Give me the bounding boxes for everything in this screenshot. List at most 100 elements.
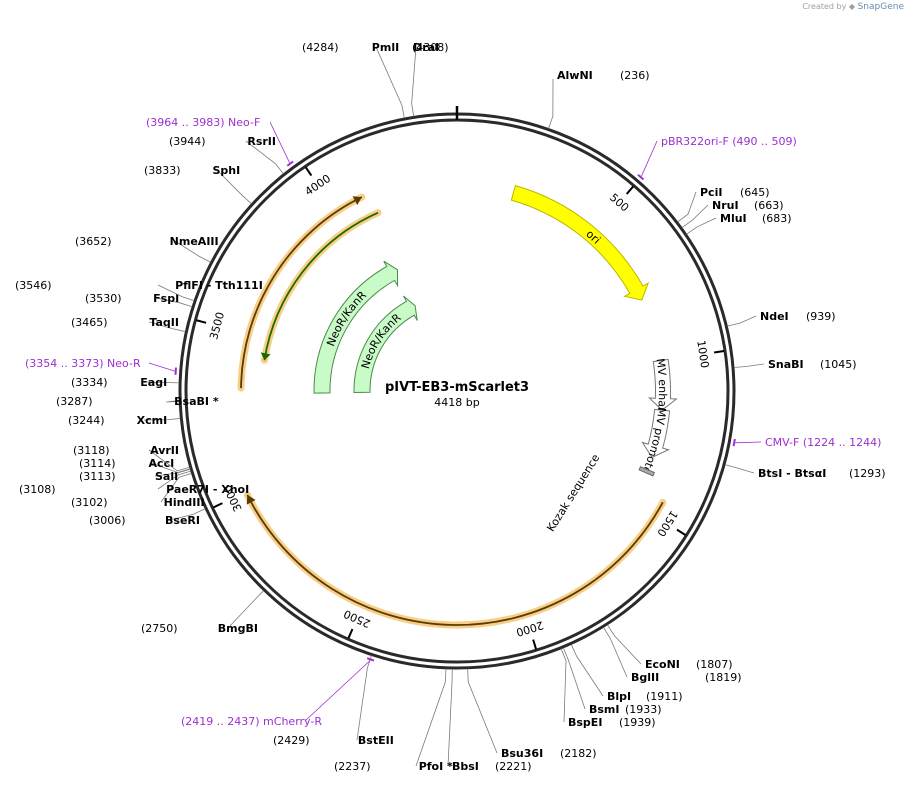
site-leader [216,169,252,205]
site-label: BspEI [568,716,602,729]
feature-kozak-sequence: Kozak sequence [544,452,655,534]
credit-brand: SnapGene [857,2,904,12]
site-position: (3244) [68,414,105,427]
site-leader [562,647,586,710]
orf-arrowhead [352,196,362,206]
feature-label: NeoR/KanR [324,288,369,348]
site-position: (645) [740,186,770,199]
feature-label-text: NeoR/KanR [324,288,369,348]
site-label: PflFI - Tth111I [175,279,263,292]
site-position: (3114) [79,457,116,470]
site-label: BtsI - BtsαI [758,467,826,480]
site-leader [166,400,180,403]
site-bsteii: BstEII(2429) [273,655,394,747]
site-position: (3118) [73,444,110,457]
site-leader [681,204,709,229]
site-position: (1293) [849,467,886,480]
snapgene-logo-icon: ◆ [848,2,856,11]
site-avrii: AvrII(3118) [73,444,190,472]
primer-label: CMV-F (1224 .. 1244) [765,436,881,449]
feature-ori: ori [510,185,650,301]
site-bseri: BseRI(3006) [89,508,206,527]
site-position: (2750) [141,622,178,635]
primer-neo-r: (3354 .. 3373) Neo-R [25,357,177,375]
primer-leader [269,121,290,163]
site-label: MluI [720,212,747,225]
site-position: (4308) [412,41,449,54]
primer-mark [637,173,645,181]
site-label: SnaBI [768,358,804,371]
site-leader [727,315,757,327]
site-leader [245,140,284,175]
site-sali: SalI(3113) [79,468,191,483]
site-eagi: EagI(3334) [71,376,180,389]
site-hindiii: HindIII(3102) [71,472,205,509]
primer-mcherry-r: (2419 .. 2437) mCherry-R [181,657,375,728]
site-leader [157,284,195,302]
site-leader [157,470,191,490]
site-pmli: PmlI (4284) [302,41,405,119]
backbone [178,106,736,670]
site-position: (3108) [19,483,56,496]
orf-line [240,196,363,389]
site-nrui: NruI(663) [681,199,784,229]
site-leader [560,648,567,723]
site-leader [733,363,765,368]
site-position: (939) [806,310,836,323]
primer-mark [174,367,177,375]
feature-shape [510,185,650,301]
site-bsu36i: Bsu36I(2182) [467,668,597,760]
primer-cmv-f: CMV-F (1224 .. 1244) [732,436,881,449]
site-leader [570,644,604,697]
tick-label: 3500 [207,311,227,341]
site-label: SalI [155,470,178,483]
site-label: NruI [712,199,739,212]
site-label: RsrII [247,135,276,148]
site-leader [447,668,453,767]
tick-mark [347,628,354,639]
snapgene-credit: Created by ◆ SnapGene [802,2,904,12]
feature-shape [638,466,655,477]
site-label: SphI [212,164,240,177]
site-position: (3652) [75,235,112,248]
site-pflfi-tth111i: PflFI - Tth111I(3546) [15,279,263,302]
site-pfoi-: PfoI * (2237) [334,668,453,773]
site-ndei: NdeI(939) [727,310,836,327]
tick-mark [625,185,634,195]
primer-label: (2419 .. 2437) mCherry-R [181,715,322,728]
site-leader [415,668,447,767]
feature-label-text: NeoR/KanR [359,311,404,370]
site-label: FspI [153,292,179,305]
site-btsi-bts-i: BtsI - BtsαI (1293) [724,464,886,480]
primer-neo-f: (3964 .. 3983) Neo-F [146,116,294,167]
site-leader [411,46,417,117]
feature-shape [353,295,418,394]
site-label: PmlI [372,41,399,54]
site-leader [356,655,372,741]
primer-label: (3964 .. 3983) Neo-F [146,116,260,129]
site-alwni: AlwNI(236) [548,69,650,129]
site-position: (3006) [89,514,126,527]
site-label: BglII [631,671,659,684]
site-label: AlwNI [557,69,593,82]
site-position: (683) [762,212,792,225]
site-label: AccI [149,457,175,470]
site-bsmi: BsmI(1933) [562,647,662,716]
primer-leader [148,362,175,372]
feature-label: Kozak sequence [544,452,602,534]
primer-leader [735,441,762,444]
primer-mark [366,657,375,662]
tick-mark [713,350,725,354]
site-leader [150,462,191,473]
site-position: (2237) [334,760,371,773]
site-label: DraI [413,41,439,54]
tick-label: 500 [607,191,631,215]
site-position: (4284) [302,41,339,54]
site-position: (1939) [619,716,656,729]
site-leader [227,590,264,629]
site-label: PfoI * [419,760,453,773]
site-leader [686,217,717,235]
site-position: (1045) [820,358,857,371]
tick-label: 1000 [694,339,711,369]
